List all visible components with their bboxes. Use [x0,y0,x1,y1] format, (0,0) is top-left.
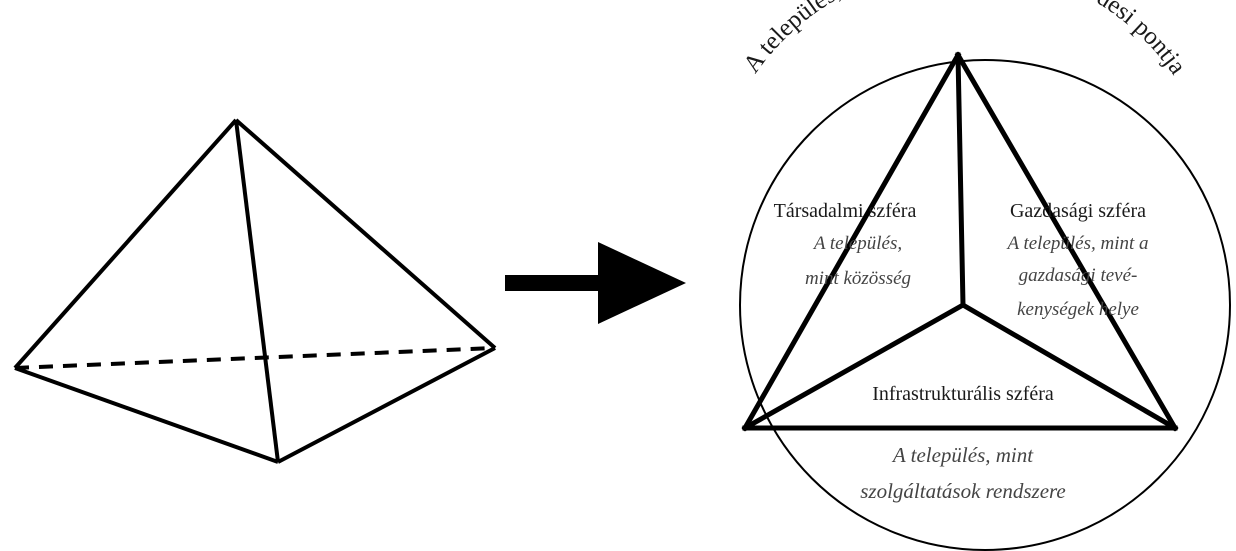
infrastructure-sphere-line2: szolgáltatások rendszere [860,479,1066,503]
economic-sphere-line2: gazdasági tevé- [1019,265,1138,286]
social-sphere-heading: Társadalmi szféra [774,200,917,222]
triangle-edge [959,301,1179,432]
pyramid-edge [234,119,280,463]
triangle-edge [741,301,967,432]
sphere-triangle [741,51,1179,432]
pyramid-edge [13,118,238,370]
social-sphere-line1: A település, [812,233,902,254]
pyramid-edge [14,366,279,464]
infrastructure-sphere-line1: A település, mint [891,443,1034,467]
pyramid-edge [277,346,496,464]
triangle-edge [741,51,962,432]
triangle-edge [955,52,966,308]
economic-sphere-line1: A település, mint a [1005,233,1148,254]
pyramid-hidden-edge [14,346,496,370]
economic-sphere-line3: kenységek helye [1017,299,1139,320]
pyramid-figure [13,118,497,464]
infrastructure-sphere-heading: Infrastrukturális szféra [872,383,1054,405]
pyramid-edge [234,118,497,350]
settlement-circle [739,59,1231,551]
arrow-icon [505,242,686,324]
economic-sphere-heading: Gazdasági szféra [1010,200,1146,222]
triangle-edge [954,51,1179,432]
social-sphere-line2: mint közösség [805,268,911,289]
